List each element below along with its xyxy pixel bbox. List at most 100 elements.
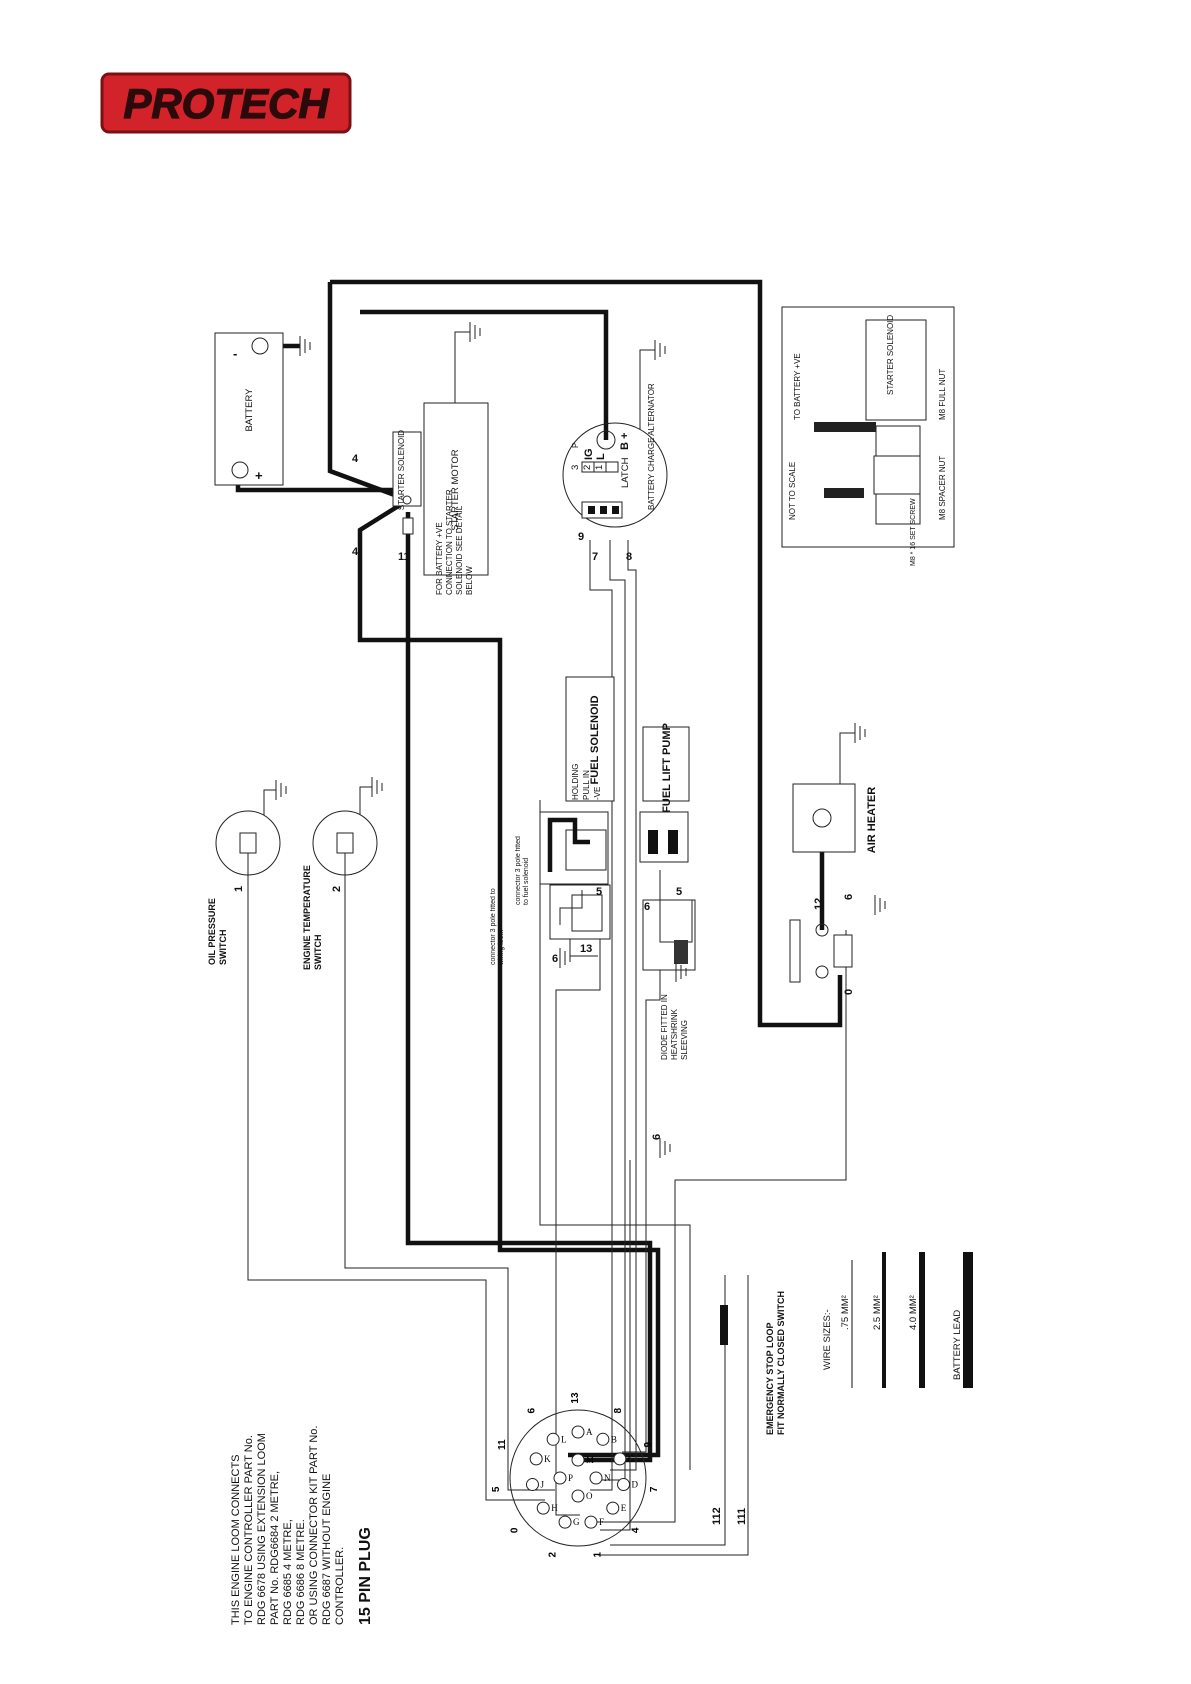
detail-not-to-scale: NOT TO SCALE xyxy=(788,462,797,520)
plug-note-line: THIS ENGINE LOOM CONNECTS xyxy=(230,1454,242,1625)
detail-to-battery: TO BATTERY +VE xyxy=(793,353,802,420)
plug-pin-label: G xyxy=(573,1517,580,1527)
air-heater-label: AIR HEATER xyxy=(866,787,878,853)
ground-symbols: 6 xyxy=(275,322,886,1158)
plug-wire-number: 5 xyxy=(491,1486,502,1492)
wire-size-40: 4.0 MM² xyxy=(908,1295,919,1330)
plug-note-line: TO ENGINE CONTROLLER PART No. xyxy=(243,1435,255,1625)
wire-sizes-legend: WIRE SIZES:- .75 MM² 2.5 MM² 4.0 MM² BAT… xyxy=(822,1252,973,1388)
alt-wire8: 8 xyxy=(626,551,632,563)
plug-pin-label: M xyxy=(586,1455,594,1465)
estop-wire-112: 112 xyxy=(711,1507,723,1525)
emergency-stop: EMERGENCY STOP LOOP FIT NORMALLY CLOSED … xyxy=(711,1291,786,1525)
battery-plus: + xyxy=(255,468,263,483)
plug-note-line: PART No. RDG6684 2 METRE, xyxy=(269,1470,281,1625)
plug-pin xyxy=(606,1501,620,1515)
alt-latch: LATCH xyxy=(620,457,631,488)
plug-pin-label: C xyxy=(628,1454,634,1464)
detail-set-screw: M8 * 16 SET SCREW xyxy=(910,498,917,566)
alt-label: BATTERY CHARGE ALTERNATOR xyxy=(647,383,656,510)
plug-pin xyxy=(613,1452,627,1466)
loom-wire-5: 5 xyxy=(596,886,602,898)
battery-label: BATTERY xyxy=(244,388,255,432)
fuel-holding: HOLDING xyxy=(571,764,580,800)
heater-wire-0: 0 xyxy=(843,989,855,995)
solenoid-wire-4-top: 4 xyxy=(352,453,359,465)
plug-pin xyxy=(553,1471,567,1485)
plug-pin-label: N xyxy=(604,1473,611,1483)
wire-sizes-title: WIRE SIZES:- xyxy=(822,1309,833,1370)
battery: BATTERY + - xyxy=(214,332,284,486)
heater-wire-12: 12 xyxy=(813,898,825,910)
fuel-solenoid: FUEL SOLENOID HOLDING PULL IN -VE connec… xyxy=(515,676,615,905)
engine-temp-switch: ENGINE TEMPERATURE SWITCH 2 xyxy=(302,786,378,970)
fuel-solenoid-label: FUEL SOLENOID xyxy=(589,695,601,784)
plug-wire-number: 4 xyxy=(630,1527,641,1533)
plug-pin xyxy=(546,1432,560,1446)
loom-connector: 5 6 13 connector 3 pole fitted to wiring… xyxy=(490,884,611,965)
oil-switch-label: OIL PRESSURE SWITCH xyxy=(207,898,228,965)
temp-switch-label: ENGINE TEMPERATURE SWITCH xyxy=(302,865,323,970)
plug-note-line: CONTROLLER. xyxy=(334,1546,346,1625)
plug-pin-label: K xyxy=(544,1454,551,1464)
plug-pin xyxy=(584,1515,598,1529)
plug-wire-number: 11 xyxy=(497,1439,508,1450)
estop-wire-111: 111 xyxy=(736,1508,748,1525)
ground-wire-6: 6 xyxy=(651,1134,663,1140)
wire-size-battery: BATTERY LEAD xyxy=(952,1310,963,1380)
plug-pin-label: E xyxy=(621,1503,627,1513)
plug-wire-number: 2 xyxy=(547,1552,558,1558)
plug-note-line: OR USING CONNECTOR KIT PART No. xyxy=(308,1425,320,1625)
plug-note-line: RDG 6686 8 METRE. xyxy=(295,1519,307,1625)
air-heater: AIR HEATER 12 6 0 xyxy=(789,732,878,995)
loom-connector-note: connector 3 pole fitted to wiring loom xyxy=(490,888,505,965)
starter-motor-label: STARTER MOTOR xyxy=(450,449,461,530)
plug-pin-label: L xyxy=(561,1434,567,1444)
plug-pin xyxy=(525,1478,539,1492)
plug-pin xyxy=(536,1501,550,1515)
fuel-lift-pump: FUEL LIFT PUMP xyxy=(639,723,690,863)
alt-ig: IG xyxy=(583,448,595,460)
starter-note: FOR BATTERY +VE CONNECTION TO STARTER SO… xyxy=(435,489,474,595)
detail-spacer-nut: M8 SPACER NUT xyxy=(938,456,947,520)
alt-wire7: 7 xyxy=(592,551,598,563)
estop-line1: EMERGENCY STOP LOOP xyxy=(765,1322,775,1435)
plug-wire-number: 13 xyxy=(570,1392,581,1404)
alt-b-plus: B + xyxy=(619,433,631,450)
temp-switch-wire: 2 xyxy=(331,886,343,892)
diode-wire-6: 6 xyxy=(644,901,650,913)
plug-wire-number: 8 xyxy=(613,1407,624,1413)
diode-wire-5: 5 xyxy=(676,886,682,898)
diode-assembly: 6 5 DIODE FITTED IN HEATSHRINK SLEEVING xyxy=(642,886,696,1060)
alternator: 3 2 1 IG L P LATCH BATTERY CHARGE ALTERN… xyxy=(562,349,668,563)
alt-l: L xyxy=(595,453,607,460)
detail-full-nut: M8 FULL NUT xyxy=(938,369,947,420)
plug-title: 15 PIN PLUG xyxy=(357,1527,374,1625)
plug-note-line: RDG 6685 4 METRE, xyxy=(282,1519,294,1625)
plug-wire-number: 7 xyxy=(649,1486,660,1492)
plug-note-line: RDG 6687 WITHOUT ENGINE xyxy=(321,1473,333,1625)
oil-pressure-switch: OIL PRESSURE SWITCH 1 xyxy=(207,789,281,965)
loom-wire-13: 13 xyxy=(580,943,592,955)
alt-pin2: 2 xyxy=(582,465,593,470)
diode-label: DIODE FITTED IN HEATSHRINK SLEEVING xyxy=(660,994,689,1060)
alt-pin1: 1 xyxy=(594,465,605,470)
plug-pin xyxy=(571,1453,585,1467)
solenoid-wire-4-bottom: 4 xyxy=(352,546,359,558)
plug-pin xyxy=(617,1478,631,1492)
alt-p: P xyxy=(571,443,580,448)
plug-pin-label: H xyxy=(551,1503,558,1513)
logo-text: PROTECH xyxy=(123,80,330,127)
fuel-neg: -VE xyxy=(593,787,602,800)
plug-pin-label: P xyxy=(568,1473,573,1483)
plug-wire-number: 6 xyxy=(527,1407,538,1413)
plug-wire-number: 0 xyxy=(510,1527,521,1533)
plug-pin-label: A xyxy=(586,1427,593,1437)
alt-pin3: 3 xyxy=(570,465,581,470)
plug-pin xyxy=(596,1432,610,1446)
plug-pin xyxy=(558,1515,572,1529)
wire-size-25: 2.5 MM² xyxy=(872,1295,883,1330)
plug-pin-label: J xyxy=(540,1480,544,1490)
